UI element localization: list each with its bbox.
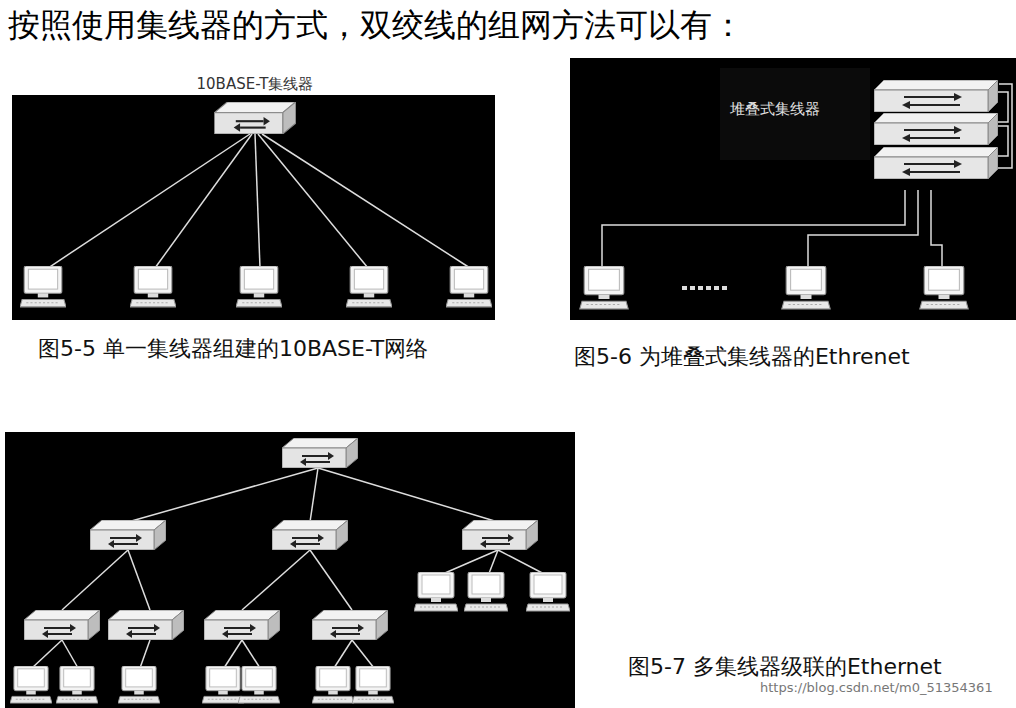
- stack-label-box: 堆叠式集线器: [720, 68, 870, 160]
- figure-caption: 图5-7 多集线器级联的Ethernet: [628, 652, 942, 682]
- hub-label: 10BASE-T集线器: [193, 74, 318, 95]
- node-text: 堆叠式集线器: [730, 100, 860, 119]
- node-text: 10BASE-T集线器: [197, 75, 314, 94]
- page-title: 按照使用集线器的方式，双绞线的组网方法可以有：: [8, 4, 744, 48]
- watermark: https://blog.csdn.net/m0_51354361: [760, 680, 993, 695]
- figure-caption: 图5-6 为堆叠式集线器的Ethrenet: [574, 342, 910, 372]
- figure-caption: 图5-5 单一集线器组建的10BASE-T网络: [38, 334, 428, 364]
